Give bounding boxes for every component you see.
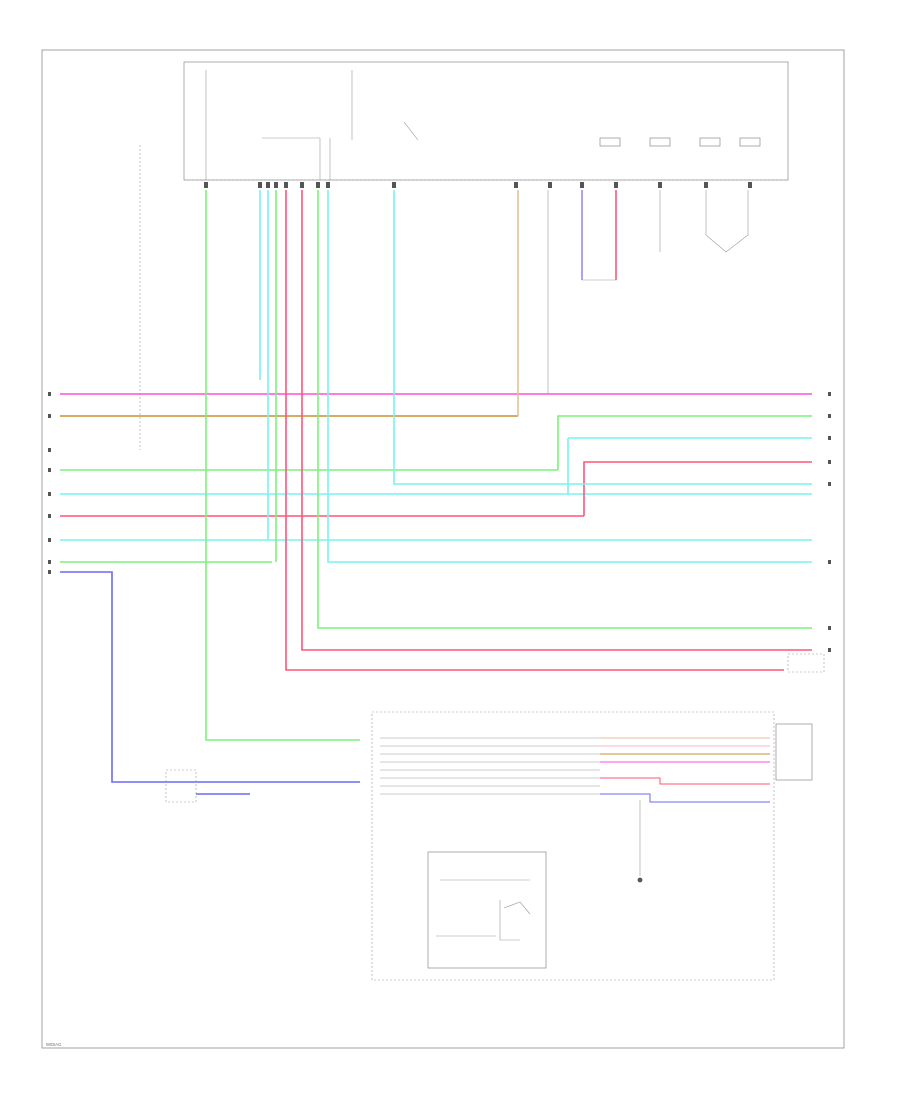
left-pin-marks (48, 392, 51, 574)
power-window-relay (787, 653, 825, 673)
vertical-drop-wires (205, 190, 812, 741)
window-switch-contacts (436, 879, 531, 941)
right-pin-marks (828, 392, 831, 652)
page-number: W/DIAG (46, 1042, 61, 1047)
module-internal-fuses (205, 70, 761, 180)
right-branch-wires (393, 190, 812, 516)
wire-blue (60, 571, 360, 783)
control-unit-harness (380, 737, 770, 883)
diagram-frame (41, 49, 845, 1049)
horizontal-bus-wires (60, 393, 812, 563)
body-control-module-box (183, 61, 789, 181)
window-switch-box (427, 851, 547, 969)
window-motor (775, 723, 813, 781)
module-pins (204, 182, 752, 188)
window-control-unit (371, 711, 775, 981)
door-switch (165, 769, 197, 803)
